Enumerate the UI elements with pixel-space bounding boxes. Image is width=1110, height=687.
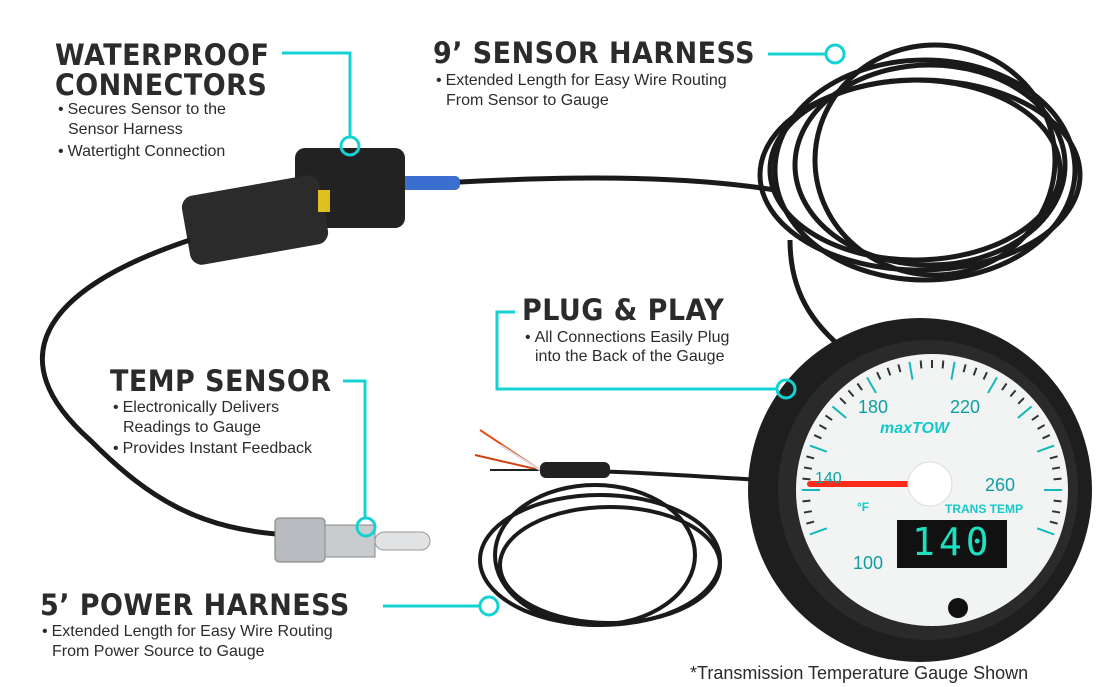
heat-shrink: [400, 176, 460, 190]
waterproof-title-1: WATERPROOF: [55, 38, 270, 72]
plug-play-bullet-cont: into the Back of the Gauge: [535, 348, 725, 365]
waterproof-bullet: •Watertight Connection: [58, 143, 226, 160]
gauge-tick-mark: [1049, 520, 1058, 525]
gauge-brand: maxTOW: [880, 420, 950, 437]
gauge-tick-mark: [962, 364, 967, 373]
gauge-label: TRANS TEMP: [945, 502, 1023, 516]
temp-sensor-title: TEMP SENSOR: [110, 364, 332, 398]
power-harness-bullet-cont: From Power Source to Gauge: [52, 643, 265, 660]
gauge-tick-mark: [1051, 510, 1061, 514]
gauge-tick-mark: [897, 364, 902, 373]
sensor-cable: [39, 237, 291, 538]
gauge-tick-mark: [972, 367, 978, 376]
gauge-tick-mark: [1042, 434, 1051, 440]
temp-sensor-bullet: •Electronically Delivers: [113, 399, 280, 416]
gauge-tick-mark: [831, 405, 847, 419]
gauge-tick-180: 180: [858, 397, 889, 417]
power-harness-bullet: •Extended Length for Easy Wire Routing: [42, 623, 333, 640]
gauge-tick-mark: [818, 424, 827, 430]
waterproof-bullet-cont: Sensor Harness: [68, 121, 183, 138]
gauge-tick-mark: [866, 376, 877, 394]
power-harness-coil: [478, 468, 761, 627]
gauge-tick-mark: [919, 360, 923, 369]
gauge-tick-100: 100: [853, 553, 884, 573]
gauge-tick-mark: [824, 414, 833, 421]
gauge-tick-mark: [908, 361, 914, 380]
gauge-tick-mark: [1009, 389, 1017, 398]
gauge-tick-mark: [803, 466, 813, 470]
gauge-tick-mark: [839, 397, 847, 405]
gauge-tick-mark: [1051, 466, 1061, 470]
gauge-unit: °F: [857, 500, 870, 514]
gauge-tick-mark: [1036, 527, 1055, 536]
temp-sensor-bullet: •Provides Instant Feedback: [113, 440, 313, 457]
waterproof-connector-icon: [181, 148, 405, 265]
plug-play-bullet: •All Connections Easily Plug: [525, 329, 730, 346]
gauge-tick-mark: [813, 434, 822, 440]
sensor-harness-bullet: •Extended Length for Easy Wire Routing: [436, 72, 727, 89]
gauge-tick-mark: [1049, 455, 1058, 460]
gauge-tick-mark: [941, 360, 945, 369]
gauge-tick-mark: [1031, 414, 1040, 421]
power-harness-title: 5’ POWER HARNESS: [40, 588, 350, 622]
sensor-harness-coil: [399, 42, 1083, 357]
sensor-harness-title: 9’ SENSOR HARNESS: [433, 36, 756, 70]
gauge-tick-mark: [876, 371, 882, 380]
gauge-tick-mark: [803, 510, 813, 514]
waterproof-bullet: •Secures Sensor to the: [58, 101, 226, 118]
footnote: *Transmission Temperature Gauge Shown: [690, 663, 1029, 683]
gauge-tick-mark: [1001, 382, 1008, 391]
temp-sensor-icon: [274, 517, 431, 563]
plug-play-title: PLUG & PLAY: [522, 293, 725, 327]
gauge-tick-260: 260: [985, 475, 1016, 495]
power-wires: [474, 429, 541, 471]
gauge-readout: 140: [912, 520, 993, 564]
waterproof-title-2: CONNECTORS: [55, 68, 268, 102]
gauge-tick-mark: [1017, 405, 1033, 419]
gauge-tick-mark: [806, 455, 815, 460]
sensor-harness-bullet-cont: From Sensor to Gauge: [446, 92, 609, 109]
gauge-tick-mark: [982, 371, 988, 380]
gauge-tick-mark: [847, 389, 855, 398]
gauge-tick-mark: [1037, 424, 1046, 430]
gauge-icon: [748, 318, 1092, 662]
gauge-tick-140: 140: [815, 470, 842, 487]
gauge-tick-mark: [809, 527, 828, 536]
gauge-tick-mark: [1036, 444, 1055, 453]
gauge-tick-mark: [950, 361, 956, 380]
gauge-tick-220: 220: [950, 397, 981, 417]
gauge-tick-mark: [806, 520, 815, 525]
callout-leaders: [282, 43, 846, 617]
gauge-tick-mark: [886, 367, 892, 376]
gauge-tick-mark: [802, 477, 811, 481]
gauge-tick-mark: [802, 499, 811, 503]
gauge-tick-mark: [809, 444, 828, 453]
gauge-tick-mark: [856, 382, 863, 391]
gauge-tick-mark: [1053, 477, 1062, 481]
gauge-tick-mark: [987, 376, 998, 394]
temp-sensor-bullet-cont: Readings to Gauge: [123, 419, 261, 436]
gauge-tick-mark: [1053, 499, 1062, 503]
gauge-tick-mark: [1017, 397, 1025, 405]
